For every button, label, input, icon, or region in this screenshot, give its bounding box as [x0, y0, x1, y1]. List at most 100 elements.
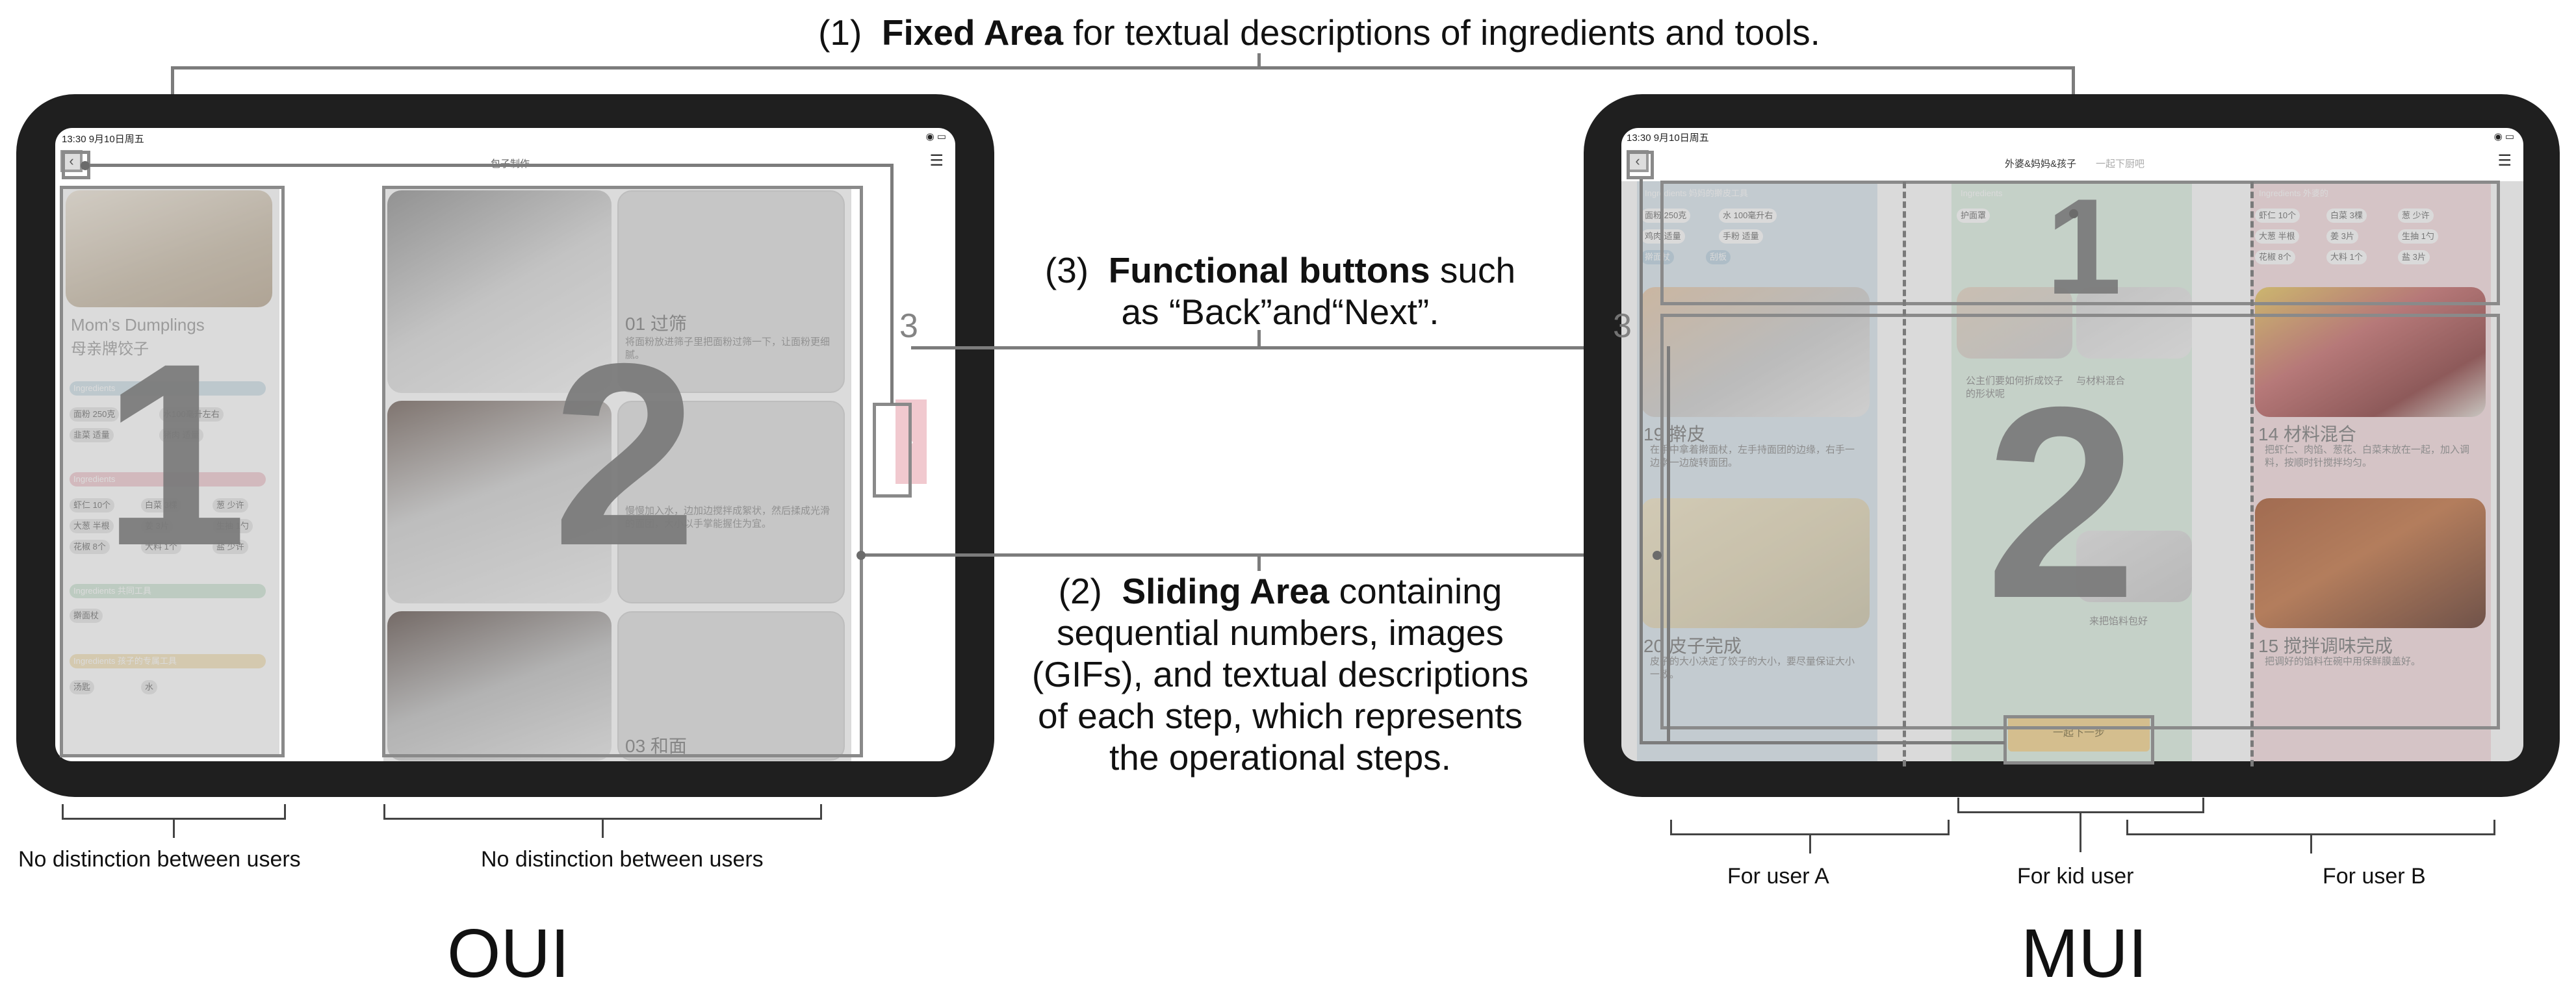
oui-chip: 大料 1个 [141, 540, 181, 554]
functional-rest1: such [1430, 250, 1516, 290]
oui-chip: 汤匙 [70, 680, 95, 694]
mui-chip: 盐 3片 [2398, 250, 2430, 264]
mui-brace-a-tick [1809, 835, 1811, 854]
mui-kid-step1-photo-b [2076, 287, 2192, 359]
oui-chip: 虾仁 10个 [70, 498, 115, 512]
connector-2-right-dot [1653, 551, 1662, 560]
connector-1-center-tick [1257, 53, 1261, 68]
sliding-line-4: the operational steps. [1109, 737, 1451, 778]
oui-section-label: Ingredients [70, 381, 266, 396]
mui-a-step2-desc: 皮子的大小决定了饺子的大小，要尽量保证大小一致。 [1650, 656, 1855, 680]
mui-b-step1-desc: 把虾仁、肉馅、葱花、白菜末放在一起，加入调料，按顺时针搅拌均匀。 [2265, 444, 2470, 468]
mui-a-step2-photo [1641, 498, 1870, 628]
mui-chip: 生抽 1勺 [2398, 229, 2438, 244]
mui-user-label-kid: For kid user [2017, 864, 2134, 889]
oui-step2-photo [387, 401, 612, 603]
functional-num: (3) [1044, 250, 1089, 290]
mui-brace-a [1670, 820, 1950, 835]
mui-chip: 水 100毫升右 [1719, 209, 1777, 223]
oui-chip: 水 [141, 680, 158, 694]
mui-chip: 虾仁 10个 [2255, 209, 2300, 223]
mui-menu-icon[interactable]: ☰ [2497, 152, 2512, 170]
mui-user-label-b: For user B [2323, 864, 2426, 889]
mui-brace-b [2126, 820, 2495, 835]
mui-b-step1-title: 14 材料混合 [2258, 424, 2356, 444]
oui-region-number-1: 1 [103, 309, 248, 600]
mui-nav-sub: 一起下厨吧 [2096, 158, 2145, 170]
mui-region-number-1: 1 [2046, 170, 2122, 323]
oui-chip: 猪肉 适量 [159, 428, 203, 442]
oui-chip: 面粉 250克 [70, 407, 120, 422]
oui-recipe-title-cn: 母亲牌饺子 [71, 340, 149, 358]
mui-nav-title: 外婆&妈妈&孩子 [2005, 158, 2077, 170]
mui-kid-step1-desc: 公主们要如何折成饺子的形状呢 [1966, 375, 2064, 399]
oui-menu-icon[interactable]: ☰ [929, 152, 944, 170]
connector-mui-back-horizontal [1640, 741, 2005, 744]
fixed-num: (1) [818, 12, 862, 53]
oui-sliding-box [382, 186, 863, 757]
mui-brace-kid-tick [2080, 813, 2081, 852]
sliding-line-1: sequential numbers, images [1057, 613, 1504, 653]
oui-recipe-title-en: Mom's Dumplings [71, 315, 205, 335]
mui-brace-b-tick [2310, 835, 2312, 854]
oui-step3-title: 03 和面 [625, 736, 687, 756]
oui-user-label-2: No distinction between users [481, 847, 764, 872]
oui-chip: 姜 3片 [141, 519, 173, 533]
oui-status-icons: ◉ ▭ [925, 131, 946, 142]
mui-column-kid-header: Ingredients [1961, 188, 2003, 198]
oui-status-time: 13:30 9月10日周五 [62, 134, 144, 145]
oui-section-label: Ingredients 共同工具 [70, 584, 266, 598]
oui-chip: 擀面杖 [70, 609, 103, 623]
oui-tablet: 13:30 9月10日周五 ◉ ▭ ‹ 包子制作 ☰ Mom's Dumplin… [16, 94, 994, 797]
oui-functional-box [873, 403, 912, 498]
connector-2-left-dot [857, 551, 866, 560]
mui-a-step1-desc: 在手中拿着擀面杖，左手持面团的边缘，右手一边擀一边旋转面团。 [1650, 444, 1855, 468]
mui-b-step2-desc: 把调好的馅料在碗中用保鲜膜盖好。 [2265, 656, 2421, 667]
mui-brace-kid [1957, 798, 2204, 813]
mui-b-step2-photo [2255, 498, 2486, 628]
oui-brace-2-tick [602, 820, 604, 838]
oui-step1-photo [387, 190, 612, 393]
oui-chip: 水100毫升左右 [159, 407, 224, 422]
fixed-rest: for textual descriptions of ingredients … [1063, 12, 1820, 53]
mui-next-box [2003, 715, 2154, 765]
mui-kid-step3-desc: 来把馅料包好 [2089, 616, 2148, 627]
sliding-bold: Sliding Area [1122, 571, 1330, 611]
oui-brace-1 [62, 804, 286, 820]
sliding-line-2: (GIFs), and textual descriptions [1031, 654, 1529, 694]
functional-bold: Functional buttons [1108, 250, 1430, 290]
annotation-sliding-area: (2) Sliding Area containing sequential n… [994, 570, 1566, 778]
oui-chip: 生抽 1勺 [213, 519, 253, 533]
connector-mui-back-vertical [1640, 179, 1643, 744]
oui-chip: 大葱 半根 [70, 519, 114, 533]
mui-next-button[interactable]: 一起下一步 [2008, 715, 2150, 752]
mui-chip: 葱 少许 [2398, 209, 2434, 223]
connector-2-center-tick [1257, 557, 1261, 571]
oui-step2-card [617, 401, 845, 603]
mui-column-divider-1 [1903, 182, 1906, 766]
oui-region-number-3: 3 [899, 307, 918, 345]
oui-step1-desc: 将面粉放进筛子里把面粉过筛一下，让面粉更细腻。 [625, 336, 831, 360]
mui-column-b-header: Ingredients 外婆的 [2259, 188, 2328, 198]
mui-kid-step2-desc: 与材料混合 [2076, 375, 2126, 386]
mui-chip: 刮板 [1706, 250, 1731, 264]
mui-column-a-bg [1637, 181, 1877, 761]
mui-chip: 擀面杖 [1641, 250, 1675, 264]
connector-2-horizontal [861, 553, 1657, 557]
sliding-line-3: of each step, which represents [1038, 696, 1523, 736]
mui-chip: 大料 1个 [2326, 250, 2367, 264]
oui-name: OUI [447, 915, 570, 992]
oui-step1-title: 01 过筛 [625, 314, 687, 334]
mui-a-step1-title: 19 擀皮 [1643, 424, 1705, 444]
mui-status-icons: ◉ ▭ [2493, 131, 2514, 142]
mui-fixed-box [1660, 181, 2500, 305]
oui-section-label: Ingredients 孩子的专属工具 [70, 654, 266, 668]
mui-column-kid-bg [1951, 181, 2192, 761]
mui-dim-overlay [1621, 181, 2523, 761]
oui-chip: 盐 少许 [213, 540, 248, 554]
oui-chip: 白菜 3棵 [141, 498, 181, 512]
oui-fixed-dim [62, 186, 279, 755]
connector-oui-back [90, 164, 892, 167]
oui-sliding-dim [383, 186, 851, 761]
mui-chip: 护面罩 [1957, 209, 1990, 223]
